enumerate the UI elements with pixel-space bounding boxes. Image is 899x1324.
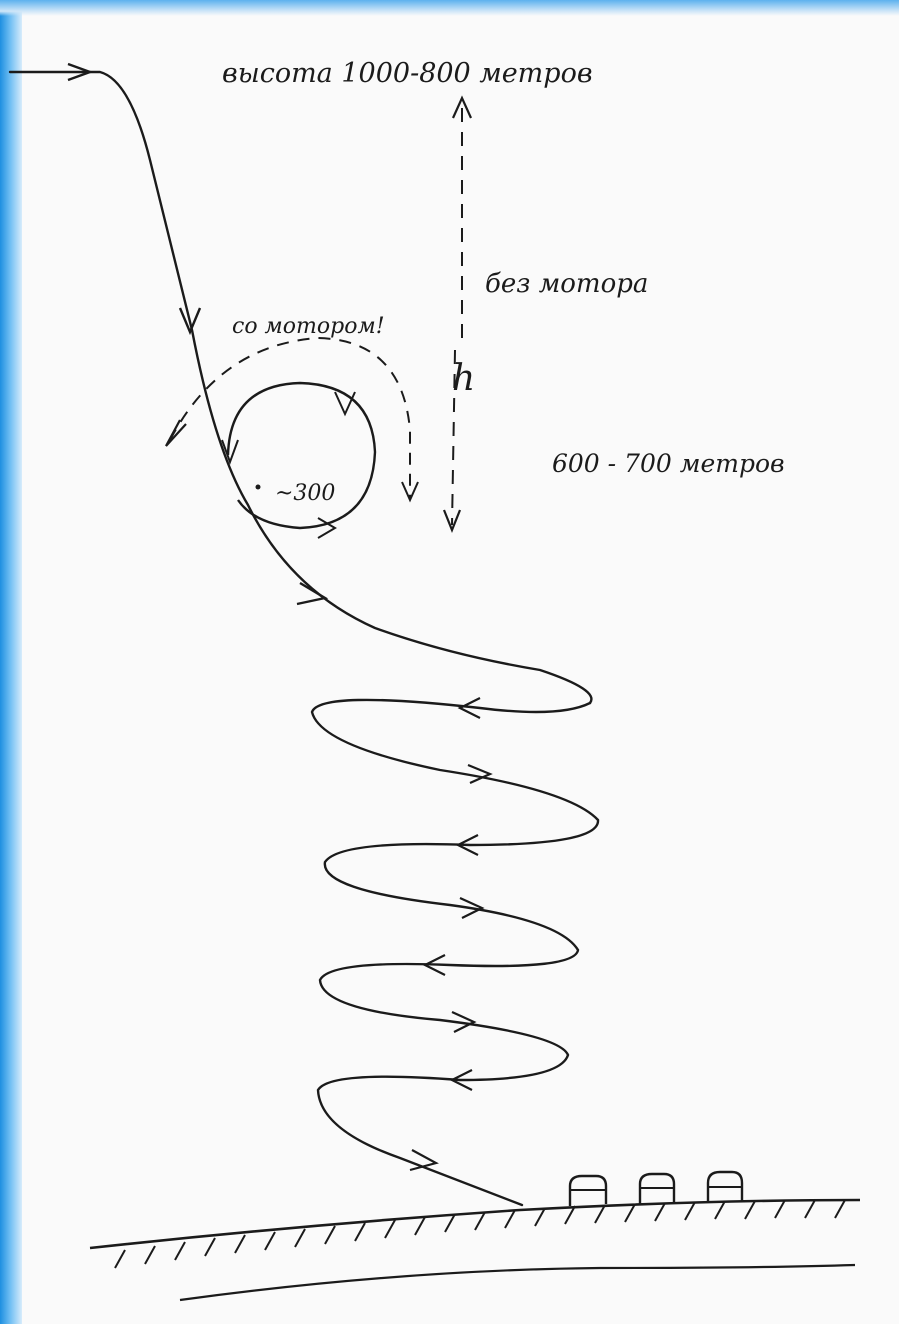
entry-arrow-3	[296, 581, 329, 606]
zigzag-descent-path	[310, 698, 600, 1207]
orbit-center-dot	[255, 484, 261, 490]
hangar-2	[638, 1172, 676, 1204]
ground	[89, 1198, 861, 1302]
zigzag-arrow-3	[455, 834, 479, 856]
zigzag-arrow-2	[467, 763, 493, 785]
entry-arrow-2	[178, 307, 202, 336]
no-engine-label: без мотора	[485, 269, 648, 299]
zigzag-arrow-1	[457, 697, 481, 719]
dashed-arc-arrow-left	[165, 419, 187, 447]
orbit-circle	[226, 381, 377, 530]
entry-arrow-1	[67, 62, 94, 82]
dashed-arc-arrow-down	[401, 481, 419, 503]
zigzag-arrow-7	[449, 1069, 473, 1091]
entry-flight-path	[8, 70, 593, 705]
orbit-arrow-left	[221, 439, 239, 465]
h-label: h	[452, 358, 475, 399]
orbit-arrow-right	[334, 391, 356, 417]
zigzag-arrow-8	[409, 1149, 439, 1172]
dashed-arc-with-engine	[169, 336, 411, 498]
altitude-arrow-up	[451, 95, 473, 119]
hangar-3	[706, 1170, 744, 1203]
blue-frame-left	[0, 0, 22, 1324]
circle-value-label: ~300	[275, 481, 335, 506]
orbit-arrow-bottom	[317, 517, 337, 539]
zigzag-arrow-5	[422, 954, 446, 976]
zigzag-arrow-4	[459, 896, 485, 919]
hangar-1	[568, 1174, 608, 1206]
top-altitude-label: высота 1000-800 метров	[222, 58, 593, 89]
altitude-arrow-down	[442, 509, 462, 533]
mid-altitude-label: 600 - 700 метров	[552, 449, 785, 478]
blue-frame-top	[0, 0, 899, 16]
altitude-dashed-line	[451, 108, 463, 526]
with-engine-label: со мотором!	[232, 314, 385, 339]
zigzag-arrow-6	[451, 1010, 477, 1033]
